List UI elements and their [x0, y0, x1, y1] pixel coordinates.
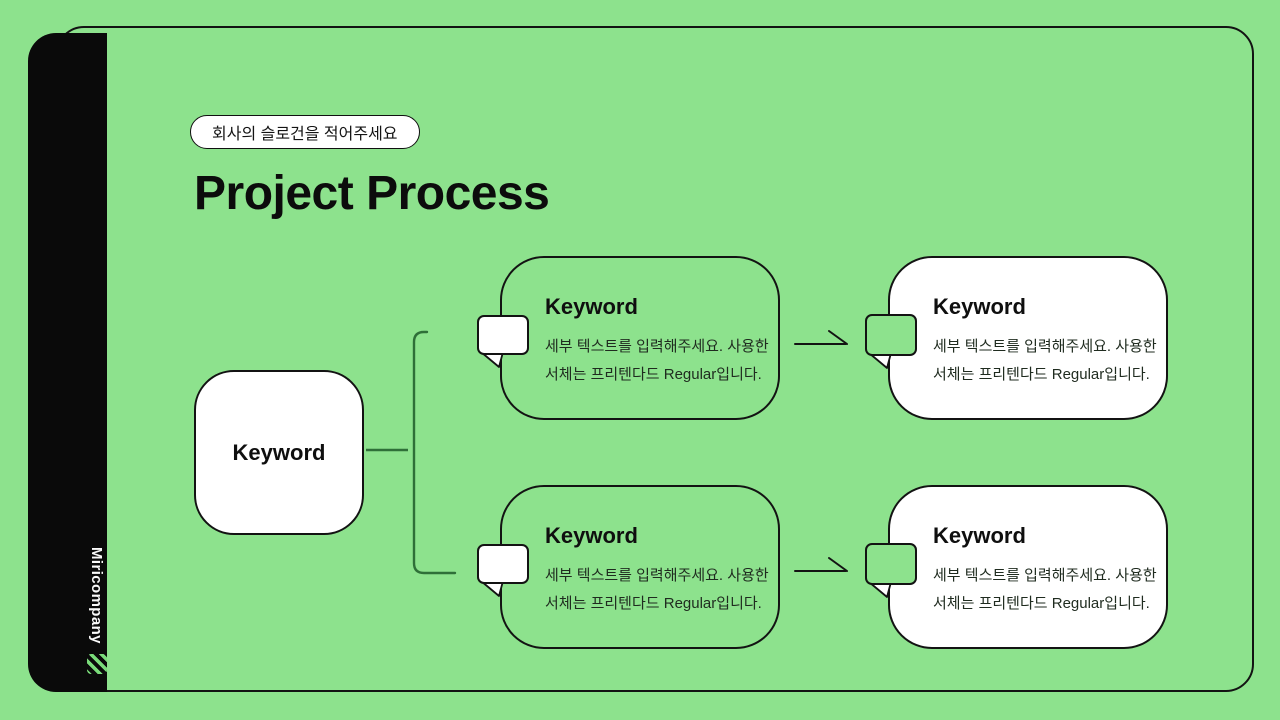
- node-title: Keyword: [545, 523, 638, 548]
- slide-title[interactable]: Project Process: [194, 167, 550, 220]
- node-body: 세부 텍스트를 입력해주세요. 사용한 서체는 프리텐다드 Regular입니다…: [933, 333, 1166, 389]
- node-body-line2: 서체는 프리텐다드 Regular입니다.: [933, 595, 1150, 612]
- node-body-line1: 세부 텍스트를 입력해주세요. 사용한: [933, 338, 1157, 355]
- brand-sidebar: Miricompany: [28, 33, 107, 692]
- node-body-line2: 서체는 프리텐다드 Regular입니다.: [545, 366, 762, 383]
- diagram-node-bottom-middle[interactable]: Keyword 세부 텍스트를 입력해주세요. 사용한 서체는 프리텐다드 Re…: [500, 485, 780, 649]
- node-body: 세부 텍스트를 입력해주세요. 사용한 서체는 프리텐다드 Regular입니다…: [933, 562, 1166, 618]
- node-title: Keyword: [545, 294, 638, 319]
- diagram-node-top-right[interactable]: Keyword 세부 텍스트를 입력해주세요. 사용한 서체는 프리텐다드 Re…: [888, 256, 1168, 420]
- brand-name-label: Miricompany: [88, 547, 106, 644]
- node-body-line2: 서체는 프리텐다드 Regular입니다.: [933, 366, 1150, 383]
- node-body-line1: 세부 텍스트를 입력해주세요. 사용한: [545, 567, 769, 584]
- node-body-line1: 세부 텍스트를 입력해주세요. 사용한: [545, 338, 769, 355]
- diagram-node-top-middle[interactable]: Keyword 세부 텍스트를 입력해주세요. 사용한 서체는 프리텐다드 Re…: [500, 256, 780, 420]
- brand-stripes-logo-icon: [87, 653, 107, 674]
- diagram-node-bottom-right[interactable]: Keyword 세부 텍스트를 입력해주세요. 사용한 서체는 프리텐다드 Re…: [888, 485, 1168, 649]
- slogan-badge[interactable]: 회사의 슬로건을 적어주세요: [190, 115, 420, 149]
- root-node-label: Keyword: [232, 439, 326, 465]
- node-body-line2: 서체는 프리텐다드 Regular입니다.: [545, 595, 762, 612]
- diagram-root-node[interactable]: Keyword: [194, 370, 364, 535]
- node-body-line1: 세부 텍스트를 입력해주세요. 사용한: [933, 567, 1157, 584]
- node-body: 세부 텍스트를 입력해주세요. 사용한 서체는 프리텐다드 Regular입니다…: [545, 333, 778, 389]
- node-body: 세부 텍스트를 입력해주세요. 사용한 서체는 프리텐다드 Regular입니다…: [545, 562, 778, 618]
- node-title: Keyword: [933, 294, 1026, 319]
- brand-lockup: Miricompany: [87, 547, 107, 674]
- node-title: Keyword: [933, 523, 1026, 548]
